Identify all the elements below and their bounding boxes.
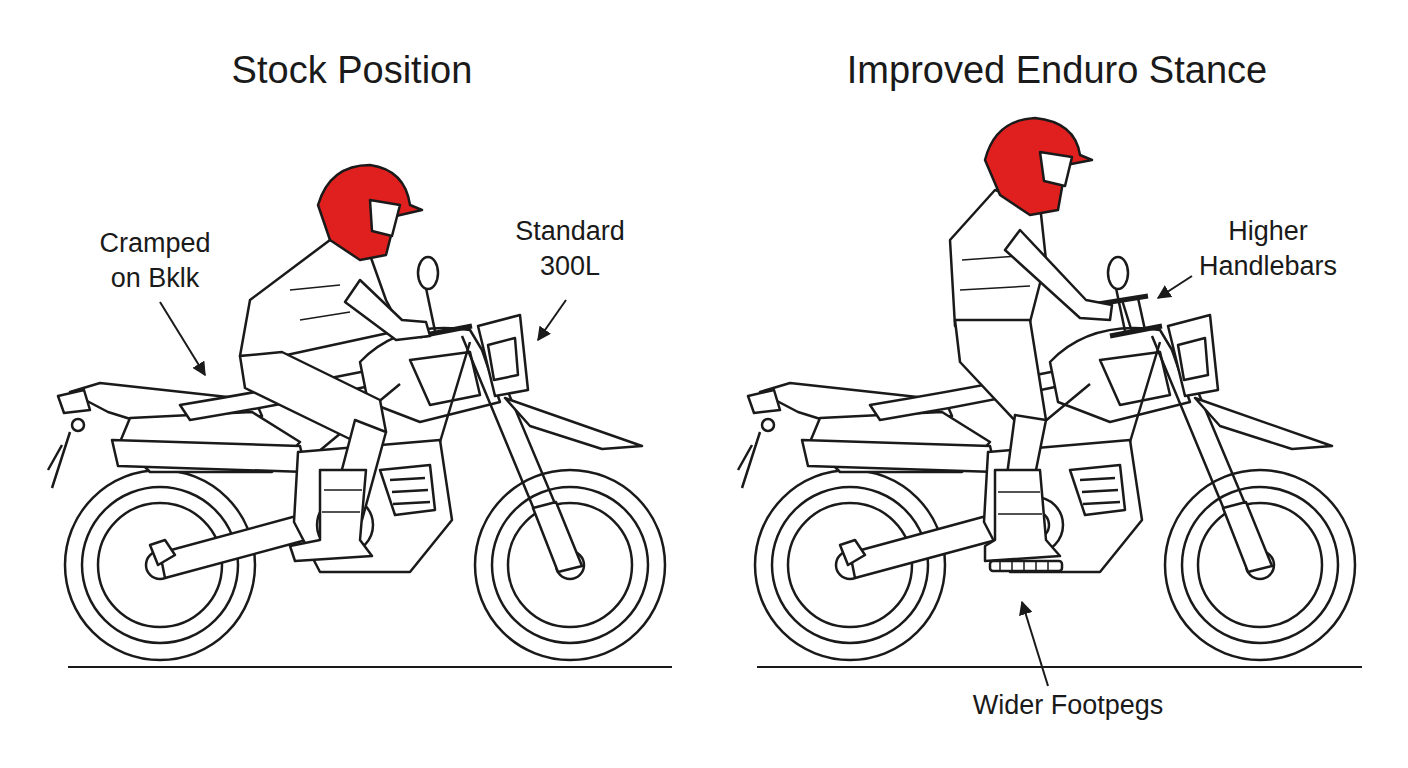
rider-standing: [950, 118, 1148, 571]
callout-label: Cramped on Bklk: [93, 226, 218, 296]
callout-label: Standard 300L: [505, 214, 635, 284]
callout-label: Wider Footpegs: [973, 688, 1164, 723]
motorcycle-improved: [738, 257, 1355, 660]
panel-title: Stock Position: [232, 46, 473, 95]
panel-title: Improved Enduro Stance: [847, 46, 1267, 95]
callout-label: Higher Handlebars: [1191, 214, 1346, 284]
ground-line: [68, 666, 1362, 668]
leader-arrow: [160, 276, 1192, 686]
rider-seated: [240, 165, 430, 561]
